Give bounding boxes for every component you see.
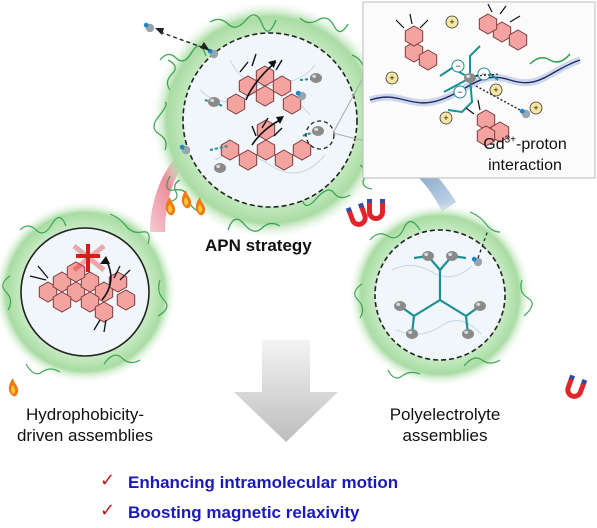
svg-text:+: + xyxy=(449,17,454,27)
svg-text:+: + xyxy=(533,103,538,113)
magnet-icon xyxy=(562,374,588,402)
svg-text:+: + xyxy=(443,113,448,123)
inset-caption: Gd3+-proton interaction xyxy=(483,134,567,174)
apn-strategy-label: APN strategy xyxy=(205,236,312,255)
svg-text:−: − xyxy=(457,87,462,97)
hydrophobic-assembly xyxy=(0,200,177,384)
flame-icon xyxy=(8,378,19,397)
svg-text:−: − xyxy=(481,69,486,79)
svg-text:−: − xyxy=(455,61,460,71)
check-icon: ✓ xyxy=(100,470,116,490)
svg-text:+: + xyxy=(493,85,498,95)
inset-panel: + + + + + − − − xyxy=(332,1,596,179)
down-arrow xyxy=(234,340,338,442)
polyelectrolyte-assembly xyxy=(348,203,533,387)
hydrophobic-assembly-label: Hydrophobicity- driven assemblies xyxy=(16,405,154,445)
check-icon: ✓ xyxy=(100,500,116,520)
benefit-1: Enhancing intramolecular motion xyxy=(128,473,399,492)
svg-text:+: + xyxy=(389,73,394,83)
benefit-2: Boosting magnetic relaxivity xyxy=(128,503,360,522)
apn-assembly xyxy=(143,0,390,240)
polyelectrolyte-assembly-label: Polyelectrolyte assemblies xyxy=(389,405,501,445)
